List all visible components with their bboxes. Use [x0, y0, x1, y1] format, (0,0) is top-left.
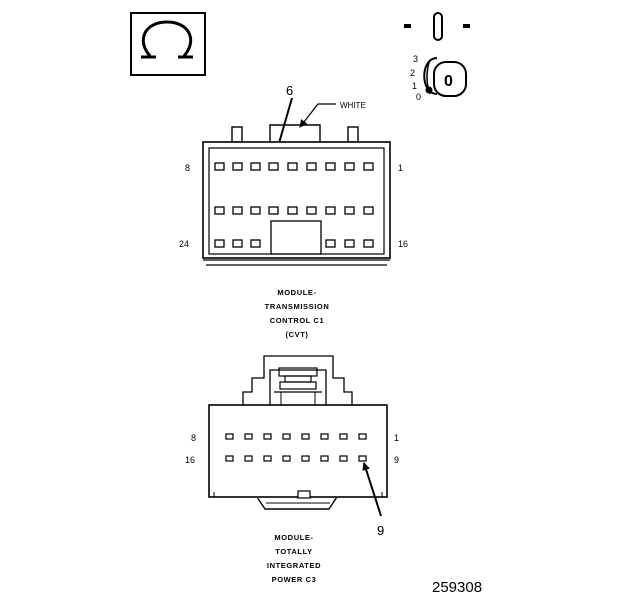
- c1-pin-row-top: [214, 162, 374, 171]
- c3-pin-label-top-right: 1: [394, 433, 399, 443]
- switch-on-mark: [433, 12, 443, 41]
- c1-wire-leader: [299, 103, 336, 128]
- key-position-2: 2: [410, 68, 415, 78]
- c3-pin-label-top-left: 8: [191, 433, 196, 443]
- c3-housing: [208, 404, 388, 498]
- c1-wire-color: WHITE: [340, 101, 366, 110]
- c1-pin-label-bottom-left: 24: [179, 239, 189, 249]
- c3-name-line-3: INTEGRATED: [267, 561, 321, 570]
- c3-pin-row-bottom: [225, 455, 367, 462]
- connector-c3: 8 1 16 9 9 MODULE- TOTALLY INTEGRATED PO…: [185, 355, 399, 584]
- c3-callout-number: 9: [377, 523, 384, 538]
- c1-pin-row-middle: [214, 206, 374, 215]
- c3-name-line-2: TOTALLY: [275, 547, 312, 556]
- c3-pin-label-bottom-right: 9: [394, 455, 399, 465]
- c1-callout-number: 6: [286, 83, 293, 98]
- c1-name-line-4: (CVT): [286, 330, 309, 339]
- key-position-0: 0: [416, 92, 421, 102]
- connector-c1: 6 WHITE: [179, 83, 408, 339]
- c3-name-line-1: MODULE-: [274, 533, 313, 542]
- c1-name-line-2: TRANSMISSION: [265, 302, 330, 311]
- figure-id: 259308: [432, 579, 482, 596]
- c1-pin-label-bottom-right: 16: [398, 239, 408, 249]
- ignition-key-icon: 3 2 1 0 0: [404, 12, 470, 102]
- key-position-1: 1: [412, 81, 417, 91]
- switch-off-mark: [404, 24, 411, 28]
- c1-name-line-1: MODULE-: [277, 288, 316, 297]
- c1-pin-row-bottom: [214, 239, 374, 248]
- c1-pin-label-top-right: 1: [398, 163, 403, 173]
- c3-pin-label-bottom-left: 16: [185, 455, 195, 465]
- c1-name-line-3: CONTROL C1: [270, 316, 325, 325]
- c3-callout-arrow: [362, 462, 382, 517]
- key-center-label: 0: [444, 73, 453, 90]
- c1-pin-label-top-left: 8: [185, 163, 190, 173]
- ohm-meter-icon: [130, 12, 206, 76]
- c3-name-line-4: POWER C3: [272, 575, 317, 584]
- c3-pin-row-top: [225, 433, 367, 440]
- key-position-3: 3: [413, 54, 418, 64]
